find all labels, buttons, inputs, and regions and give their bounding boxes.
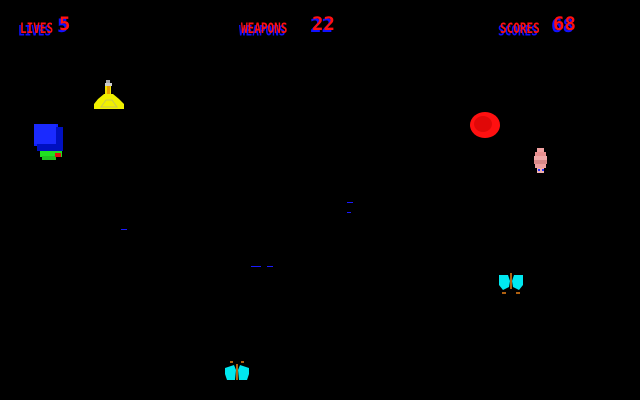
- blue-star-particle: [251, 266, 261, 267]
- weapons-display: WEAPONS 22: [241, 13, 335, 37]
- blue-block-creature: [34, 124, 63, 160]
- blue-star-particle: [121, 229, 127, 230]
- weapons-label: WEAPONS: [241, 20, 288, 37]
- score-display: SCORES 68: [500, 13, 576, 37]
- score-label: SCORES: [500, 20, 540, 37]
- red-ball-enemy: [470, 112, 500, 138]
- pink-worm-enemy: [534, 148, 547, 173]
- cyan-butterfly-enemy: [499, 273, 523, 294]
- blue-star-particle: [347, 212, 351, 213]
- lives-label: LIVES: [20, 20, 54, 37]
- weapons-value: 22: [312, 13, 335, 35]
- blue-star-particle: [267, 266, 273, 267]
- lives-value: 5: [59, 13, 71, 35]
- potion-flask-icon: [94, 80, 124, 109]
- blue-star-particle: [347, 202, 353, 203]
- lives-display: LIVES 5: [20, 13, 70, 37]
- cyan-butterfly-enemy: [225, 361, 249, 380]
- score-value: 68: [553, 13, 576, 35]
